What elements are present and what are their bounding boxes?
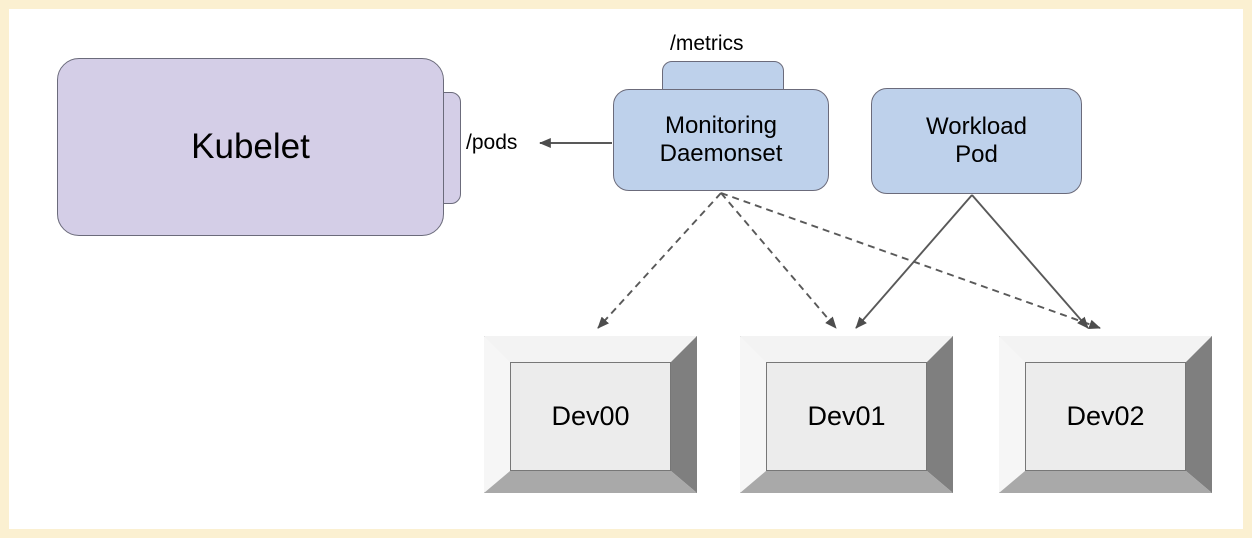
device-label: Dev00 xyxy=(551,401,630,431)
kubelet-label: Kubelet xyxy=(191,127,310,167)
workload-label-line2: Pod xyxy=(955,141,998,168)
device-bevel-left xyxy=(999,336,1025,493)
edge-workload-to-dev02 xyxy=(971,194,1089,329)
workload-pod-label: Workload Pod xyxy=(926,113,1027,170)
pods-endpoint-label: /pods xyxy=(466,131,518,154)
device-bevel-top xyxy=(484,336,697,362)
workload-label-line1: Workload xyxy=(926,112,1027,140)
monitoring-daemonset-label: Monitoring Daemonset xyxy=(660,112,783,169)
device-inner-face: Dev02 xyxy=(1025,362,1186,471)
monitoring-label-line1: Monitoring xyxy=(664,111,778,139)
device-label: Dev01 xyxy=(807,401,886,431)
edge-monitoring-to-dev00 xyxy=(597,192,722,329)
device-bevel-top xyxy=(740,336,953,362)
device-inner-face: Dev00 xyxy=(510,362,671,471)
device-bevel-right xyxy=(1186,336,1212,493)
metrics-endpoint-label: /metrics xyxy=(670,32,744,55)
device-bevel-bottom xyxy=(999,471,1212,493)
monitoring-label-line2: Daemonset xyxy=(659,140,783,167)
device-bevel-left xyxy=(740,336,766,493)
device-bevel-right xyxy=(927,336,953,493)
device-bevel-bottom xyxy=(484,471,697,493)
node-kubelet[interactable]: Kubelet xyxy=(57,58,444,236)
node-device-dev00[interactable]: Dev00 xyxy=(484,336,697,493)
node-device-dev01[interactable]: Dev01 xyxy=(740,336,953,493)
node-workload-pod[interactable]: Workload Pod xyxy=(871,88,1082,194)
device-bevel-top xyxy=(999,336,1212,362)
device-label: Dev02 xyxy=(1066,401,1145,431)
device-inner-face: Dev01 xyxy=(766,362,927,471)
device-bevel-left xyxy=(484,336,510,493)
node-monitoring-daemonset[interactable]: Monitoring Daemonset xyxy=(613,89,829,191)
edge-workload-to-dev01 xyxy=(855,194,973,329)
device-bevel-right xyxy=(671,336,697,493)
node-device-dev02[interactable]: Dev02 xyxy=(999,336,1212,493)
edge-monitoring-to-dev02 xyxy=(720,192,1101,330)
edge-monitoring-to-dev01 xyxy=(720,192,837,329)
device-bevel-bottom xyxy=(740,471,953,493)
